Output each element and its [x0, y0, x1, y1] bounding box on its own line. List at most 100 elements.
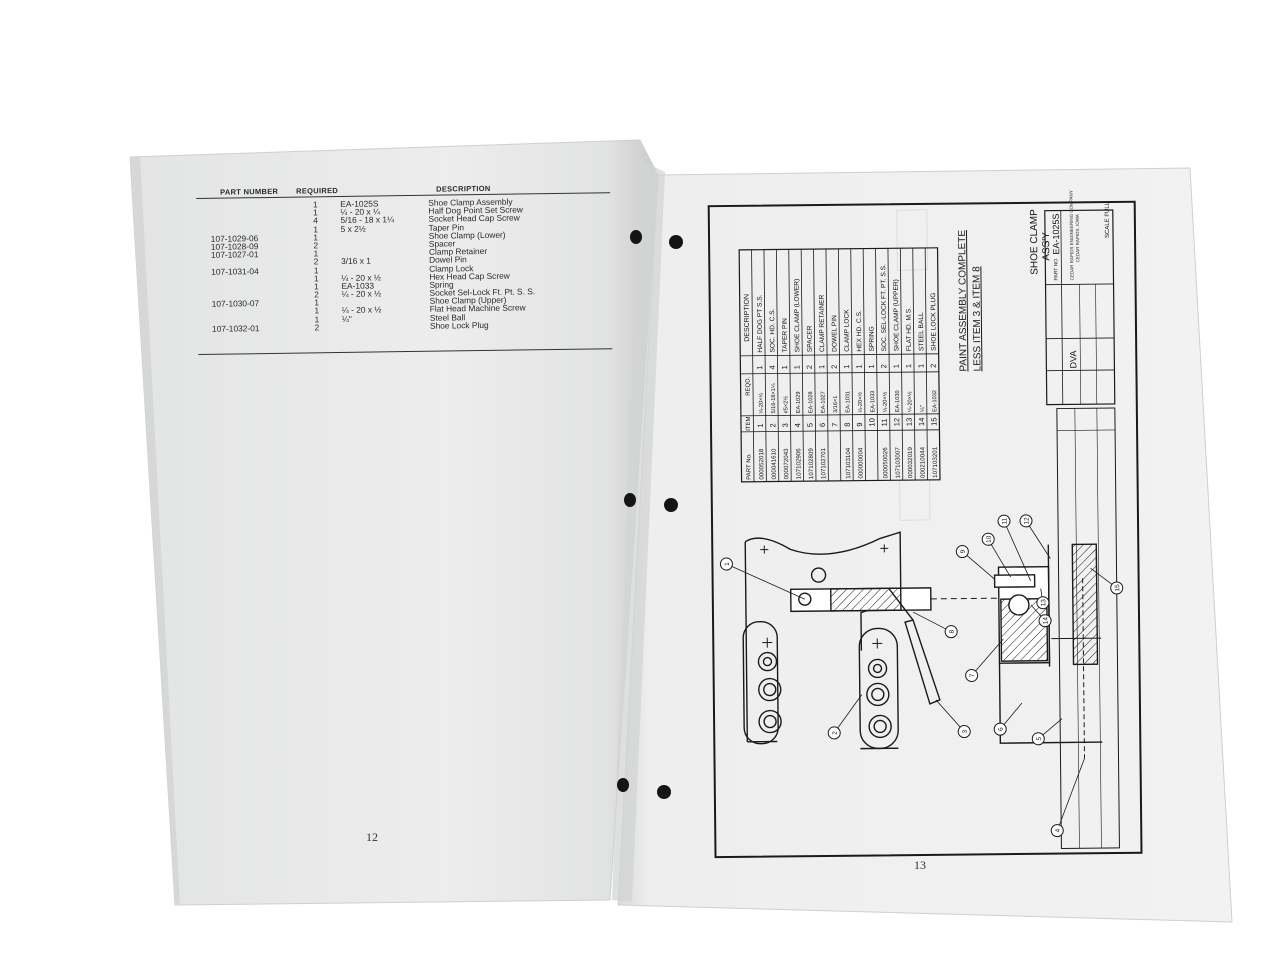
bom-description: TAPER PIN	[782, 318, 789, 353]
balloon-leader	[1003, 520, 1032, 582]
balloon-leader	[962, 551, 995, 580]
bom-size: ¼"	[920, 405, 926, 412]
company-line-1: CEDAR RAPIDS ENGINEERING COMPANY	[1069, 190, 1075, 280]
balloon-label: 7	[969, 673, 976, 677]
bom-part-no: 107102906	[795, 448, 802, 480]
balloon-circle	[1110, 581, 1124, 595]
balloon-leader	[912, 611, 952, 633]
balloon-circle	[965, 668, 979, 682]
bom-part-no: 107102701	[820, 447, 827, 479]
bom-reqd: 1	[780, 365, 789, 369]
drawn-by: DVA	[1068, 350, 1078, 368]
balloon-leader	[971, 638, 1004, 676]
balloon-circle	[1050, 824, 1064, 838]
bom-description: CLAMP RETAINER	[819, 294, 827, 352]
bill-of-materials: PART No.ITEMREQD.DESCRIPTION0000520181¼-…	[738, 247, 941, 483]
bom-reqd: 1	[854, 364, 863, 368]
company-line-2: CEDAR RAPIDS, IOWA	[1075, 214, 1081, 262]
balloon-circle	[719, 557, 733, 571]
bom-reqd: 1	[755, 365, 764, 369]
bom-size: EA-1033	[870, 391, 876, 413]
bom-reqd: 1	[916, 364, 925, 368]
drawing-border	[707, 200, 1143, 859]
note-line-2: LESS ITEM 3 & ITEM 8	[971, 266, 983, 372]
bom-description: DOWEL PIN	[831, 315, 838, 352]
bom-part-no: 107103201	[932, 446, 939, 478]
bom-size: 5/16-18×1¼	[771, 383, 777, 413]
bom-size: 3/16×1	[833, 396, 839, 413]
bom-item: 6	[818, 423, 827, 427]
bom-reqd: 1	[867, 364, 876, 368]
bom-part-no: 107102809	[808, 448, 815, 480]
bom-size: EA-1031	[845, 391, 851, 413]
balloon-circle	[1031, 732, 1045, 746]
bom-item: 1	[756, 423, 765, 427]
bom-header-reqd: REQD.	[745, 376, 751, 395]
balloon-leader	[1025, 520, 1051, 559]
balloon-leader	[935, 699, 965, 732]
bom-part-no: 107103007	[895, 447, 902, 479]
balloon-label: 4	[1055, 828, 1062, 832]
bom-description: SHOE CLAMP (UPPER)	[893, 279, 901, 351]
balloon-circle	[997, 514, 1011, 528]
balloon-leader	[726, 563, 805, 600]
bom-item: 11	[880, 419, 889, 427]
bom-description: SHOE CLAMP (LOWER)	[794, 279, 802, 353]
bom-item: 15	[929, 417, 938, 425]
balloon-circle	[1036, 596, 1050, 610]
bom-size: EA-1028	[808, 391, 814, 413]
bom-reqd: 4	[768, 365, 777, 369]
balloon-label: 5	[1036, 737, 1043, 741]
balloon-label: 1	[724, 562, 731, 566]
balloon-circle	[1038, 614, 1052, 628]
drawing-note: PAINT ASSEMBLY COMPLETE LESS ITEM 3 & IT…	[957, 230, 983, 372]
bom-item: 14	[917, 418, 926, 426]
bom-item: 10	[867, 418, 876, 426]
bom-part-no: 000052018	[758, 448, 765, 480]
bom-description: SOC. HD. C.S.	[769, 308, 776, 352]
side-view	[993, 543, 1103, 759]
balloon-circle	[955, 545, 969, 559]
balloon-leader	[1056, 758, 1085, 831]
balloon-circle	[993, 722, 1007, 736]
bom-reqd: 2	[830, 365, 839, 369]
bom-size: EA-1030	[895, 390, 901, 412]
balloon-label: 10	[986, 535, 993, 543]
balloon-label: 13	[1040, 599, 1047, 607]
bom-description: SPACER	[806, 325, 813, 352]
title-part-no-label: PART NO.	[1053, 257, 1059, 280]
bom-size: ¼-20×½	[857, 392, 864, 413]
bom-reqd: 1	[904, 364, 913, 368]
balloon-label: 15	[1114, 584, 1121, 592]
bom-header-description: DESCRIPTION	[744, 294, 752, 342]
bom-size: ¼-20×½	[882, 391, 889, 412]
left-page-number: 12	[366, 830, 378, 844]
bom-item: 12	[892, 418, 901, 426]
bom-part-no: 000032019	[907, 447, 914, 479]
balloon-circle	[827, 726, 841, 740]
bom-description: CLAMP LOCK	[843, 309, 850, 352]
bom-part-no: 000210044	[919, 446, 926, 478]
right-page-number: 13	[914, 858, 926, 872]
balloon-label: 8	[949, 629, 956, 633]
balloon-label: 2	[832, 731, 839, 735]
scale-label: SCALE FULL	[1105, 201, 1111, 238]
bom-part-no: 107103104	[845, 447, 852, 479]
bom-header-part-no: PART No.	[746, 453, 752, 480]
bom-reqd: 2	[805, 365, 814, 369]
balloon-label: 11	[1001, 517, 1008, 524]
balloon-leader	[987, 539, 1011, 578]
bom-description: HEX HD. C.S.	[856, 310, 863, 352]
balloon-label: 14	[1043, 617, 1050, 625]
bom-size: ¼-20×½	[906, 391, 913, 412]
bom-part-no: 000050026	[882, 447, 889, 479]
bom-part-no: 000000004	[857, 447, 864, 479]
bom-item: 7	[830, 423, 839, 427]
bom-part-no: 000072043	[783, 448, 790, 480]
bom-item: 8	[843, 423, 852, 427]
bom-reqd: 2	[879, 364, 888, 368]
title-part-no: EA-1025S	[1051, 213, 1061, 254]
bom-description: SPRING	[868, 326, 875, 351]
